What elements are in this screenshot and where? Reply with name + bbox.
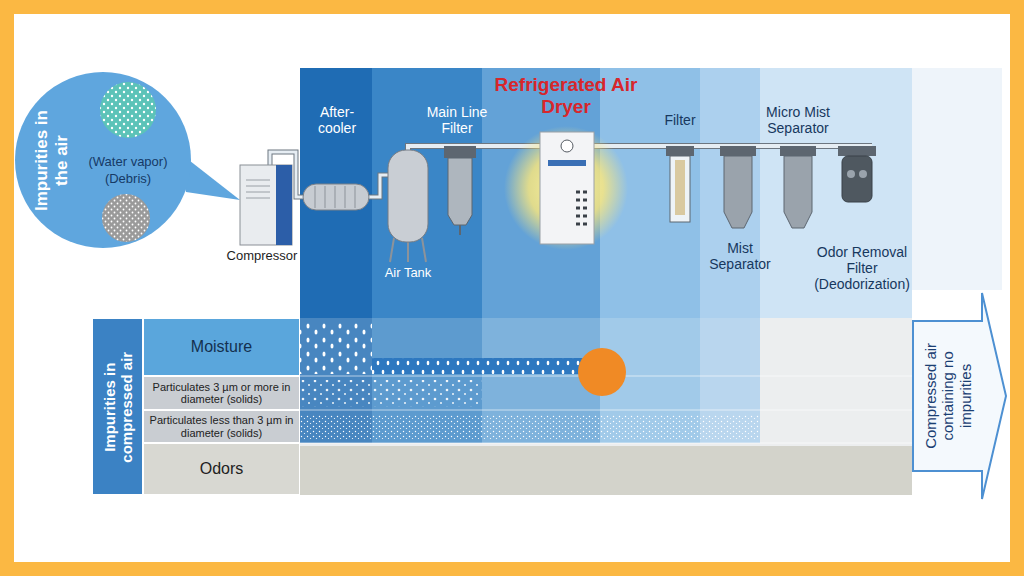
part-label: Micro Mist Separator — [750, 104, 846, 136]
row-header: Odors — [143, 443, 300, 495]
canvas — [14, 14, 1010, 562]
fade-band — [912, 68, 1002, 290]
separator-head — [720, 146, 756, 156]
separator-bowl — [784, 156, 812, 228]
filter-head — [666, 146, 694, 156]
callout-text: (Debris) — [73, 172, 183, 187]
row-heading: Moisture — [148, 338, 295, 356]
moisture-drops — [300, 322, 372, 374]
row-line — [300, 410, 912, 411]
band-title: Impurities in compressed air — [101, 325, 136, 490]
filter-bowl — [448, 158, 472, 225]
compressor-body — [240, 165, 292, 245]
arrow-outline — [913, 293, 1006, 499]
pipe — [369, 175, 388, 197]
compressor-vent — [246, 180, 270, 198]
stage-band — [300, 68, 372, 318]
dryer-body — [540, 132, 594, 244]
odor-bar — [300, 446, 912, 495]
pipe — [369, 175, 388, 197]
moisture-stream — [372, 358, 602, 374]
aftercooler-fins — [315, 186, 355, 208]
callout-title: Impurities in the air — [32, 104, 71, 216]
output-arrow: Compressed air containing no impurities — [912, 290, 1008, 502]
coarse-particles — [300, 380, 482, 407]
row-heading: Particulates 3 µm or more in diameter (s… — [147, 381, 297, 406]
filter-element — [675, 160, 685, 215]
part-label: Filter — [650, 112, 710, 128]
separator-head — [780, 146, 816, 156]
row-heading: Odors — [148, 460, 295, 478]
row-header: Particulates less than 3 µm in diameter … — [143, 410, 300, 443]
debris-dots — [102, 194, 150, 242]
part-label: After- cooler — [305, 104, 369, 136]
compressor-panel — [276, 165, 292, 245]
part-label: Compressor — [212, 249, 312, 264]
row-header: Particulates 3 µm or more in diameter (s… — [143, 376, 300, 410]
callout-circle-shape — [15, 72, 191, 248]
row-header: Moisture — [143, 318, 300, 376]
table-ground — [92, 318, 912, 495]
part-label: Mist Separator — [697, 240, 783, 272]
aftercooler-body — [303, 184, 369, 210]
part-label: Air Tank — [373, 266, 443, 281]
callout-text: (Water vapor) — [73, 155, 183, 170]
filter-drain — [459, 225, 461, 235]
part-label: Odor Removal Filter (Deodorization) — [806, 244, 918, 292]
part-label: Main Line Filter — [415, 104, 499, 136]
separator-bowl — [724, 156, 752, 228]
row-line — [300, 443, 912, 444]
vapor-dots — [100, 82, 156, 138]
dryer-vent — [576, 192, 587, 224]
debris-sample — [102, 194, 150, 242]
dryer-plate — [548, 160, 586, 166]
odor-filter-bowl — [842, 156, 872, 202]
odor-filter-window — [847, 170, 855, 178]
stage-band — [700, 68, 760, 318]
odor-filter-window — [859, 170, 867, 178]
vapor-sample — [100, 82, 156, 138]
part-label: Refrigerated Air Dryer — [491, 74, 641, 118]
side-band: Impurities in compressed air — [92, 318, 143, 495]
tank-body — [388, 150, 428, 242]
odor-filter-head — [838, 146, 876, 156]
filter-bowl — [670, 156, 690, 222]
arrow-text: Compressed air containing no impurities — [922, 324, 974, 468]
callout-circle: Impurities in the air(Water vapor) (Debri… — [14, 70, 192, 250]
removal-point — [578, 348, 626, 396]
highlight-glow — [504, 126, 628, 250]
row-heading: Particulates less than 3 µm in diameter … — [147, 414, 297, 439]
dryer-dial — [561, 140, 573, 152]
filter-head — [444, 146, 476, 158]
moisture-drops — [372, 358, 602, 374]
fine-particles — [300, 414, 760, 440]
